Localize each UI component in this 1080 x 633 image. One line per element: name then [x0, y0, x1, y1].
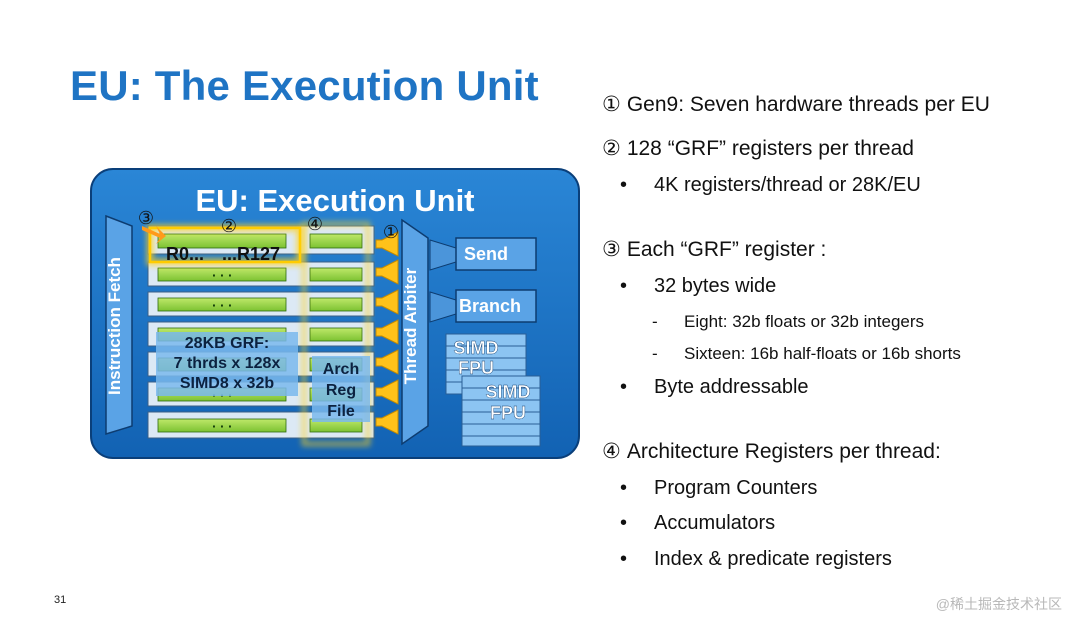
point-number: ④: [602, 440, 621, 463]
row-dots: · · ·: [212, 269, 232, 282]
bullet-text: 32 bytes wide: [654, 275, 777, 297]
simd-label: SIMD: [454, 338, 499, 358]
arch-highlight: [301, 221, 371, 447]
eu-diagram: Instruction Fetch Thread Arbiter · · · ·…: [90, 168, 580, 459]
r0-label: R0...: [166, 244, 204, 264]
fpu-label: FPU: [458, 358, 494, 378]
bullet-text: Byte addressable: [654, 376, 809, 398]
arrow-icon: [375, 409, 399, 435]
bullet-icon: •: [620, 548, 628, 570]
grf-overlay: [156, 332, 298, 396]
bullet-item: • 4K registers/thread or 28K/EU: [620, 174, 921, 197]
arrow-icon: [375, 379, 399, 405]
arch-text-line: Arch: [323, 361, 359, 378]
register-row: · · ·: [147, 411, 375, 439]
register-row: · · ·: [147, 261, 375, 287]
grf-text-line: 7 thrds x 128x: [174, 355, 281, 372]
marker-3: ③: [138, 208, 154, 229]
r127-label: ...R127: [222, 244, 280, 264]
point-number: ②: [602, 137, 621, 160]
marker-2: ②: [221, 216, 237, 237]
sub-bullet-text: Eight: 32b floats or 32b integers: [684, 312, 925, 331]
arrow-icon: [375, 289, 399, 315]
branch-block: [455, 289, 537, 323]
marker-1: ①: [383, 222, 399, 243]
dash-icon: -: [652, 344, 658, 363]
bullet-icon: •: [620, 477, 628, 499]
marker-4: ④: [307, 214, 323, 235]
point-number: ①: [602, 93, 621, 116]
grf-text-line: 28KB GRF:: [185, 335, 269, 352]
thread-arbiter-block: [401, 218, 429, 446]
instruction-fetch-block: [105, 214, 133, 436]
point-text: 128 “GRF” registers per thread: [626, 137, 914, 160]
bullet-icon: •: [620, 275, 628, 297]
simd-label: SIMD: [486, 382, 531, 402]
send-label: Send: [464, 244, 508, 264]
bullet-text: 4K registers/thread or 28K/EU: [654, 174, 921, 196]
point-text: Architecture Registers per thread:: [626, 440, 941, 463]
row-dots: · · ·: [212, 420, 232, 433]
sub-bullet-item: - Eight: 32b floats or 32b integers: [652, 312, 924, 332]
point-text: Each “GRF” register :: [626, 238, 827, 261]
bullet-item: • Accumulators: [620, 512, 775, 535]
simd-fpu-stack-2: SIMD FPU: [461, 375, 541, 447]
arrow-icon: [375, 319, 399, 345]
point-text: Gen9: Seven hardware threads per EU: [626, 93, 990, 116]
bullet-text: Index & predicate registers: [654, 548, 892, 570]
diagram-heading: EU: Execution Unit: [195, 183, 474, 218]
row-dots: · · ·: [212, 299, 232, 312]
page-number: 31: [54, 594, 67, 606]
grf-text-line: SIMD8 x 32b: [180, 375, 274, 392]
bullet-item: • Program Counters: [620, 477, 817, 500]
bullet-icon: •: [620, 174, 628, 196]
register-row: · · ·: [147, 291, 375, 317]
arrow-icon: [375, 259, 399, 285]
slide-title: EU: The Execution Unit: [70, 62, 539, 109]
arrow-icon: [375, 349, 399, 375]
arch-overlay: [312, 356, 370, 422]
point-number: ③: [602, 238, 621, 261]
grf-highlight-border: [148, 226, 302, 264]
sub-bullet-text: Sixteen: 16b half-floats or 16b shorts: [684, 344, 961, 363]
register-rows: · · · · · · · · · · · ·: [147, 225, 375, 439]
arch-text-line: File: [327, 403, 355, 420]
bullet-icon: •: [620, 376, 628, 398]
dash-icon: -: [652, 312, 658, 331]
arrow-icon: [375, 231, 399, 257]
watermark: @稀土掘金技术社区: [935, 596, 1062, 612]
bullet-item: • Index & predicate registers: [620, 548, 892, 571]
sub-bullet-item: - Sixteen: 16b half-floats or 16b shorts: [652, 344, 961, 364]
marker-3-arrow-icon: [142, 226, 166, 244]
send-block: [455, 237, 537, 271]
thread-arbiter-label: Thread Arbiter: [401, 267, 420, 384]
arbiter-arrows: [375, 231, 399, 435]
bullet-item: • Byte addressable: [620, 376, 809, 399]
fpu-label: FPU: [490, 403, 526, 423]
instruction-fetch-label: Instruction Fetch: [105, 257, 124, 395]
bullet-item: • 32 bytes wide: [620, 275, 776, 298]
bullet-text: Program Counters: [654, 477, 818, 499]
bullet-text: Accumulators: [654, 512, 776, 534]
arch-text-line: Reg: [326, 382, 356, 399]
branch-label: Branch: [459, 296, 521, 316]
bullet-icon: •: [620, 512, 628, 534]
